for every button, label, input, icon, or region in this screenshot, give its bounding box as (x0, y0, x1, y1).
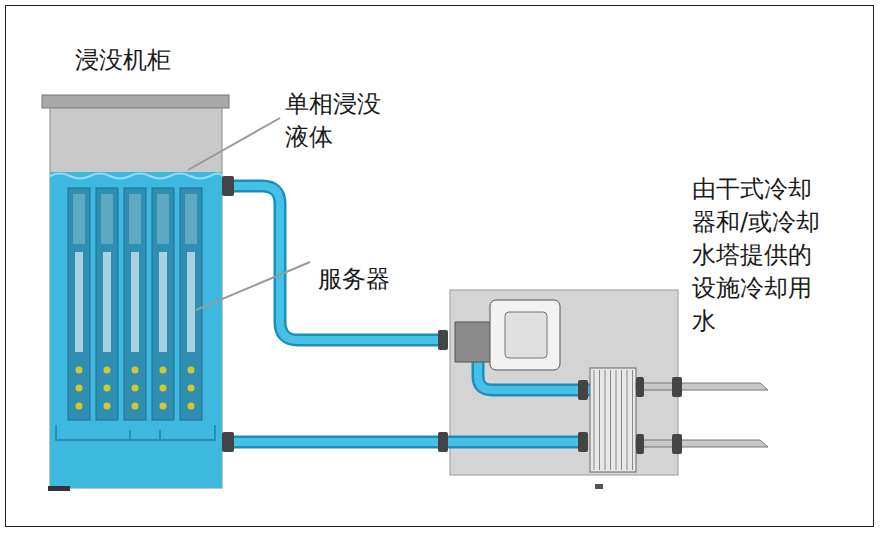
server-led (76, 367, 83, 374)
server-slot (103, 252, 111, 352)
cooling-water-label: 由干式冷却器和/或冷却水塔提供的设施冷却用水 (692, 173, 823, 338)
server-slot (129, 194, 141, 244)
cold-pipe (232, 438, 585, 446)
server-slot (157, 194, 169, 244)
server-led (76, 385, 83, 392)
immersion-liquid (50, 172, 222, 488)
heat-exchanger-plates (594, 370, 633, 470)
server-slot (131, 252, 139, 352)
server-blade (180, 188, 202, 420)
pipe-outline (232, 186, 446, 340)
server-blade (124, 188, 146, 420)
servers (68, 188, 202, 420)
server-led (160, 367, 167, 374)
plate (610, 370, 611, 470)
plate (599, 370, 600, 470)
leader-line (196, 262, 310, 310)
pipe-outline (232, 436, 585, 449)
server-led (104, 403, 111, 410)
server-led (188, 403, 195, 410)
liquid-label: 单相浸没液体 (285, 88, 389, 154)
plate (632, 370, 633, 470)
server-led (188, 367, 195, 374)
plate (605, 370, 606, 470)
server-led (104, 385, 111, 392)
cdu-foot (595, 484, 603, 489)
plate (621, 370, 622, 470)
server-led (132, 403, 139, 410)
immersion-tank: 浸没机柜 (42, 40, 228, 490)
pipe-fittings (636, 377, 682, 454)
pump-motor (505, 312, 547, 358)
server-led (104, 367, 111, 374)
server-blade (68, 188, 90, 420)
server-slot (185, 194, 197, 244)
server-slot (101, 194, 113, 244)
tank-heading: 浸没机柜 (75, 44, 171, 77)
server-slot (73, 194, 85, 244)
plate (616, 370, 617, 470)
server-slot (159, 252, 167, 352)
pump-head (455, 322, 491, 362)
plate (594, 370, 595, 470)
heat-exchanger (590, 368, 636, 472)
tank-foot (48, 486, 70, 491)
server-slot (187, 252, 195, 352)
server-led (76, 403, 83, 410)
server-led (132, 367, 139, 374)
hot-pipe (232, 186, 446, 340)
server-blade (96, 188, 118, 420)
liquid-surface (50, 174, 222, 179)
pipe-fittings (222, 176, 588, 452)
facility-pipe (636, 440, 768, 447)
leader-line (188, 118, 280, 170)
facility-pipe (636, 383, 768, 390)
plate (627, 370, 628, 470)
server-blade (152, 188, 174, 420)
tank-base (56, 425, 215, 440)
pump-motor (490, 300, 560, 370)
server-slot (75, 252, 83, 352)
server-led (188, 385, 195, 392)
server-led (160, 385, 167, 392)
frame (6, 6, 874, 527)
tank-lid (42, 95, 229, 108)
server-led (132, 385, 139, 392)
server-label: 服务器 (318, 263, 408, 296)
server-led (160, 403, 167, 410)
